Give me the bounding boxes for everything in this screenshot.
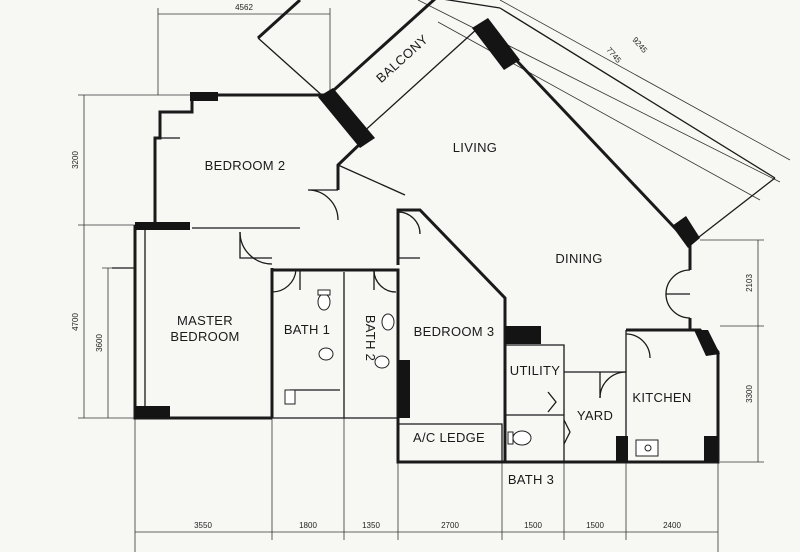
master-door — [239, 231, 273, 265]
bath3-swing-mark — [563, 419, 571, 445]
label-master-line2: BEDROOM — [170, 329, 239, 344]
structural-columns — [135, 18, 720, 462]
dim-right-upper: 2103 — [745, 274, 754, 292]
service-walls — [396, 418, 564, 464]
yard-door — [599, 371, 627, 399]
dim-bottom-7: 2400 — [663, 521, 681, 530]
label-bath-3: BATH 3 — [508, 472, 554, 487]
bedroom3-door — [397, 211, 421, 235]
dim-bottom-3: 1350 — [362, 521, 380, 530]
label-bath-1: BATH 1 — [284, 322, 330, 337]
label-balcony: BALCONY — [373, 32, 431, 86]
dim-right-lower: 3300 — [745, 385, 754, 403]
doors — [239, 189, 691, 445]
dim-bottom-5: 1500 — [524, 521, 542, 530]
label-bath-2: BATH 2 — [363, 315, 378, 361]
dim-left-upper: 3200 — [71, 151, 80, 169]
kitchen-door — [625, 333, 651, 359]
dim-top-width: 4562 — [235, 3, 253, 12]
bath1-basin — [318, 347, 334, 361]
dim-bottom-6: 1500 — [586, 521, 604, 530]
bath1-toilet — [317, 293, 331, 311]
label-utility: UTILITY — [510, 363, 561, 378]
label-dining: DINING — [555, 251, 602, 266]
bedroom2-door — [307, 189, 339, 221]
dimension-lines — [78, 0, 791, 552]
dim-diag-inner: 7745 — [604, 45, 623, 65]
label-master-line1: MASTER — [177, 313, 233, 328]
label-living: LIVING — [453, 140, 497, 155]
dim-bottom-1: 3550 — [194, 521, 212, 530]
label-kitchen: KITCHEN — [632, 390, 691, 405]
dimension-labels: 4562 9245 7745 3200 4700 3600 2103 3300 … — [71, 3, 754, 530]
room-labels: BALCONY LIVING BEDROOM 2 DINING MASTER B… — [170, 32, 691, 487]
entrance-door-bottom — [665, 293, 691, 319]
bath2-basin — [374, 355, 390, 369]
bath1-door — [271, 269, 297, 293]
label-bedroom-2: BEDROOM 2 — [205, 158, 286, 173]
sanitary-fixtures — [284, 289, 659, 457]
entrance-door-top — [665, 269, 691, 295]
label-bedroom-3: BEDROOM 3 — [414, 324, 495, 339]
dim-bottom-2: 1800 — [299, 521, 317, 530]
utility-swing-mark — [547, 391, 557, 413]
bath2-toilet — [381, 313, 395, 331]
bath3-toilet — [512, 430, 532, 446]
balcony-outline — [256, 0, 302, 40]
balcony-outer-wall — [323, 0, 437, 100]
dim-bottom-4: 2700 — [441, 521, 459, 530]
dim-left-inner: 3600 — [95, 334, 104, 352]
bedroom3-walls — [396, 208, 507, 462]
yard-tank — [284, 389, 296, 405]
bath2-door — [373, 269, 397, 293]
label-yard: YARD — [577, 408, 613, 423]
dim-diag-outer: 9245 — [630, 35, 649, 55]
dim-left-outer: 4700 — [71, 313, 80, 331]
label-ac-ledge: A/C LEDGE — [413, 430, 485, 445]
